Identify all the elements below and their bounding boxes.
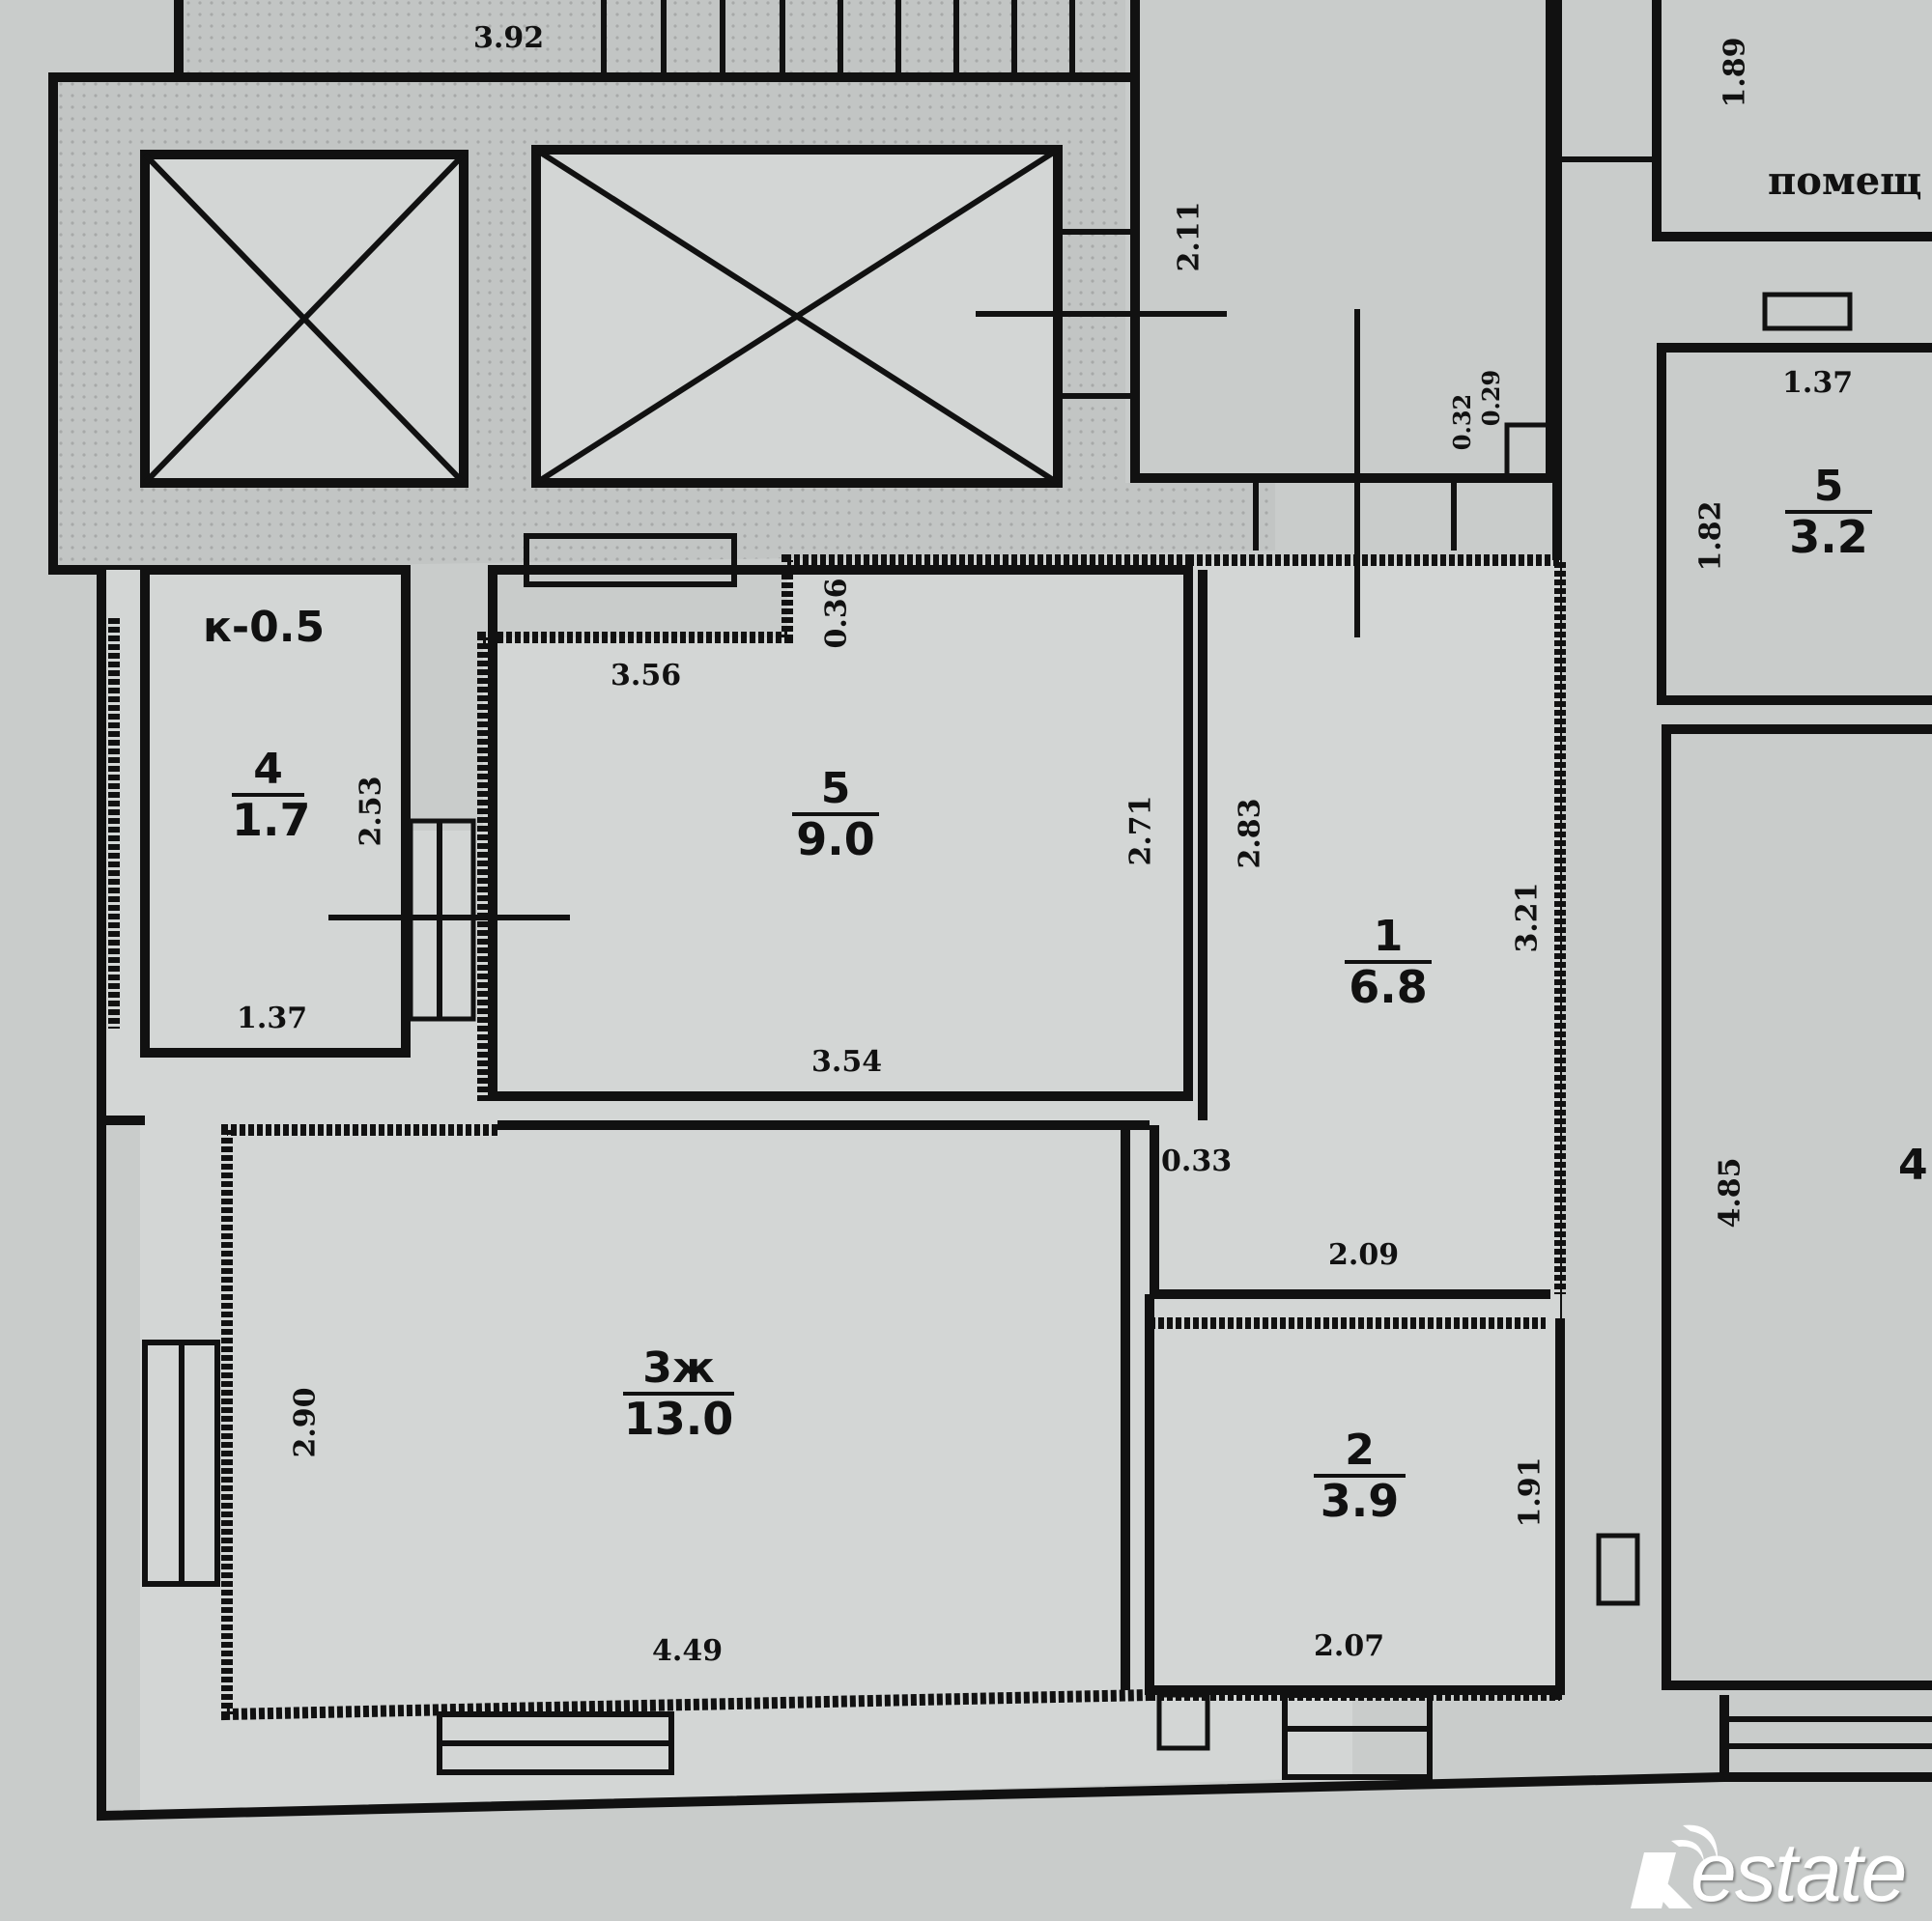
dim-neighbor-room-side: 4.85 bbox=[1713, 1157, 1747, 1229]
dim-room2-right: 1.91 bbox=[1513, 1456, 1548, 1528]
dim-room1-right: 3.21 bbox=[1510, 882, 1545, 953]
elevator-shaft-small bbox=[140, 150, 469, 488]
elevator-shaft-large bbox=[531, 145, 1135, 488]
dim-small-b: 0.29 bbox=[1477, 369, 1506, 427]
dim-neighbor-top-width: 1.37 bbox=[1782, 366, 1854, 400]
dim-hall-notch: 0.36 bbox=[819, 578, 854, 649]
dim-room3-left: 2.90 bbox=[288, 1387, 323, 1458]
dim-room1-left: 2.83 bbox=[1233, 798, 1267, 869]
watermark-text: estate bbox=[1690, 1826, 1907, 1919]
dim-room1-bottom: 2.09 bbox=[1328, 1238, 1400, 1272]
neighbor-apartment bbox=[1552, 0, 1932, 1782]
room-tag-4: 4 1.7 bbox=[232, 745, 311, 846]
outer-wall-left-upper bbox=[97, 570, 145, 1125]
room-3 bbox=[142, 1120, 1151, 1775]
neighbor-room-number: 4 bbox=[1898, 1141, 1928, 1190]
room-tag-2: 2 3.9 bbox=[1314, 1429, 1406, 1524]
service-room-top bbox=[976, 0, 1555, 637]
dim-hall-side: 2.71 bbox=[1123, 795, 1158, 866]
dim-neighbor-side: 1.82 bbox=[1693, 500, 1728, 572]
room-tag-3: 3ж 13.0 bbox=[623, 1343, 734, 1445]
room-tag-1: 1 6.8 bbox=[1345, 916, 1432, 1010]
dim-small-a: 0.32 bbox=[1448, 393, 1477, 451]
outer-wall-bottom bbox=[97, 1120, 1725, 1822]
dim-shaft-side: 2.11 bbox=[1172, 201, 1207, 272]
dim-room3-bottom: 4.49 bbox=[652, 1634, 724, 1668]
room-tag-5-neighbor: 5 3.2 bbox=[1785, 466, 1872, 560]
dim-room1-offset: 0.33 bbox=[1161, 1144, 1233, 1178]
room-tag-5: 5 9.0 bbox=[792, 768, 879, 862]
restate-watermark: estate bbox=[1623, 1814, 1932, 1919]
restate-logo-icon bbox=[1631, 1824, 1719, 1908]
neighbor-room-label: помещ bbox=[1768, 158, 1922, 204]
room-4-note: к-0.5 bbox=[203, 603, 326, 652]
dim-hall-bottom: 3.54 bbox=[811, 1045, 883, 1079]
vent-duct bbox=[524, 533, 737, 587]
dim-neighbor-top-side: 1.89 bbox=[1718, 37, 1752, 108]
apartment bbox=[101, 560, 1560, 1816]
dim-balcony-side: 2.53 bbox=[354, 776, 388, 847]
room-5 bbox=[477, 554, 1193, 1101]
room-4 bbox=[108, 565, 570, 1058]
dim-top-corridor: 3.92 bbox=[473, 21, 545, 55]
dim-room2-bottom: 2.07 bbox=[1314, 1629, 1385, 1663]
dim-hall-top: 3.56 bbox=[611, 659, 682, 692]
room-2 bbox=[1145, 1294, 1565, 1780]
dim-balcony-bottom: 1.37 bbox=[237, 1002, 308, 1035]
